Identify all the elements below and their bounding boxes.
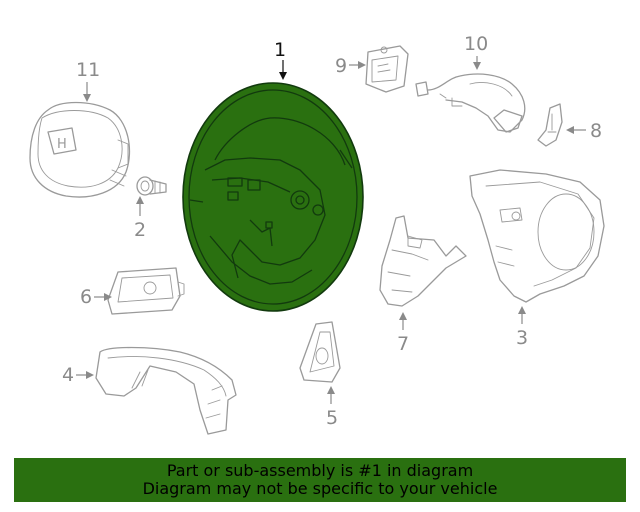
info-banner: Part or sub-assembly is #1 in diagram Di… bbox=[14, 458, 626, 502]
part-1-steering-wheel[interactable] bbox=[182, 82, 364, 312]
part-5-small-cover[interactable] bbox=[299, 321, 341, 383]
part-2-bolt[interactable] bbox=[136, 176, 167, 196]
svg-text:2: 2 bbox=[134, 219, 146, 241]
part-6-switch-module[interactable] bbox=[107, 267, 185, 315]
callout-9: 9 bbox=[335, 55, 366, 77]
svg-text:4: 4 bbox=[62, 364, 74, 386]
svg-text:9: 9 bbox=[335, 55, 347, 77]
callout-10: 10 bbox=[464, 33, 488, 70]
callout-5: 5 bbox=[326, 386, 338, 429]
banner-line-part-note: Part or sub-assembly is #1 in diagram bbox=[166, 461, 474, 480]
callout-8: 8 bbox=[566, 120, 602, 142]
svg-text:7: 7 bbox=[397, 333, 409, 355]
banner-line-disclaimer: Diagram may not be specific to your vehi… bbox=[142, 479, 498, 498]
callout-1: 1 bbox=[274, 39, 287, 80]
svg-text:11: 11 bbox=[76, 59, 100, 81]
part-4-lower-garnish[interactable] bbox=[95, 346, 237, 435]
svg-text:6: 6 bbox=[80, 286, 92, 308]
callout-4: 4 bbox=[62, 364, 94, 386]
svg-text:5: 5 bbox=[326, 407, 338, 429]
callout-6: 6 bbox=[80, 286, 112, 308]
part-9-switch-assembly[interactable] bbox=[365, 45, 409, 93]
svg-text:8: 8 bbox=[590, 120, 602, 142]
part-3-column-cover[interactable] bbox=[469, 169, 605, 303]
logo-letter-icon: H bbox=[57, 137, 67, 152]
parts-diagram: H bbox=[29, 33, 605, 435]
callout-11: 11 bbox=[76, 59, 100, 102]
callout-2: 2 bbox=[134, 196, 146, 241]
svg-text:1: 1 bbox=[274, 39, 286, 61]
callout-3: 3 bbox=[516, 306, 528, 349]
part-10-wire-harness[interactable] bbox=[415, 73, 526, 133]
part-11-airbag-module[interactable]: H bbox=[29, 101, 131, 198]
svg-text:3: 3 bbox=[516, 327, 528, 349]
svg-text:10: 10 bbox=[464, 33, 488, 55]
part-7-lower-cover[interactable] bbox=[379, 215, 467, 307]
part-8-bracket-clip[interactable] bbox=[537, 103, 563, 147]
callout-7: 7 bbox=[397, 312, 409, 355]
